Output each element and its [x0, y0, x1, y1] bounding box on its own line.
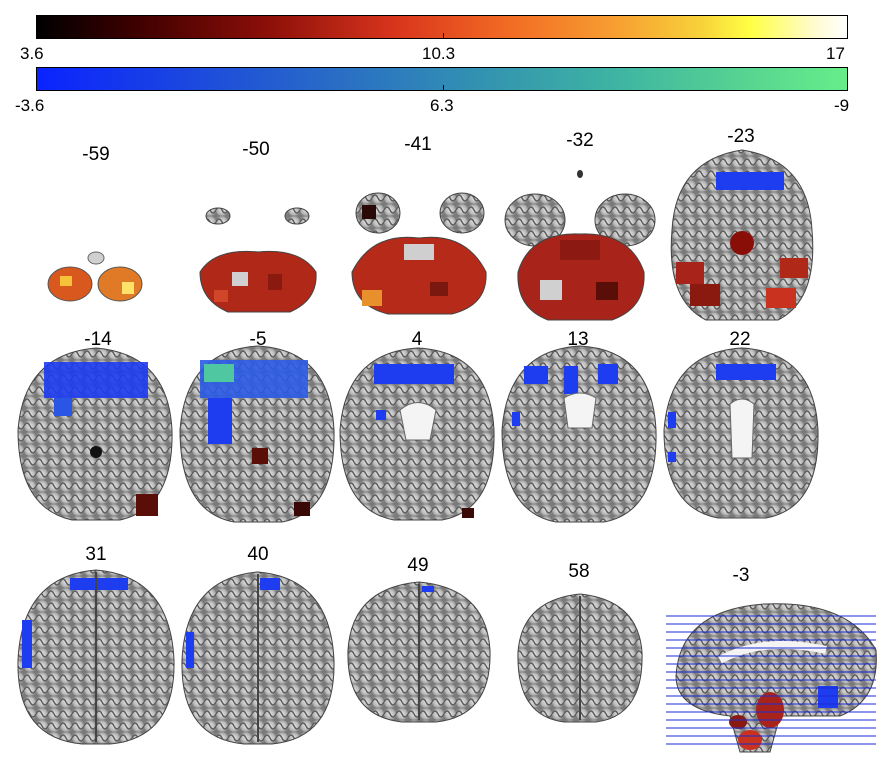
- hot-colorbar: [36, 15, 848, 39]
- slice-minus32: [504, 170, 656, 321]
- slice-minus41: [351, 192, 487, 315]
- slice-plus4: [339, 347, 495, 521]
- slice-minus5: [179, 345, 335, 523]
- slice-label: -32: [566, 130, 594, 151]
- slice-label: 13: [567, 329, 589, 350]
- slice-label: 22: [729, 329, 751, 350]
- hot-colorbar-max-label: 17: [826, 44, 845, 63]
- slice-label: 40: [247, 544, 269, 565]
- cool-colorbar-max-label: -9: [834, 96, 850, 115]
- slice-minus23: [670, 149, 814, 321]
- slice-plus49: [347, 581, 491, 723]
- slice-label: -23: [727, 126, 755, 147]
- slice-minus14: [17, 347, 173, 521]
- hot-colorbar-min-label: 3.6: [20, 44, 44, 63]
- slice-label: -41: [404, 134, 432, 155]
- slice-plus58: [517, 593, 643, 723]
- hot-colorbar-mid-tick: [443, 33, 444, 39]
- cool-colorbar-mid-tick: [443, 85, 444, 91]
- slice-label: 58: [568, 561, 590, 582]
- hot-colorbar-mid-label: 10.3: [422, 44, 456, 63]
- slice-label: -5: [249, 329, 267, 350]
- slice-label: -14: [84, 329, 112, 350]
- slice-plus13: [501, 345, 657, 523]
- slice-minus59: [47, 251, 143, 302]
- slice-minus50: [199, 207, 317, 313]
- slice-label: -3: [732, 565, 750, 586]
- slice-plus31: [17, 569, 175, 745]
- slice-label: -59: [82, 144, 110, 165]
- slice-label: 4: [411, 329, 423, 350]
- sagittal-slice-minus3: [666, 603, 877, 753]
- slice-label: 49: [407, 555, 429, 576]
- cool-colorbar-min-label: -3.6: [15, 96, 45, 115]
- slice-label: 31: [85, 544, 107, 565]
- cool-colorbar: [36, 67, 848, 91]
- slice-plus22: [663, 347, 819, 519]
- cool-colorbar-mid-label: 6.3: [430, 96, 454, 115]
- slice-label: -50: [242, 139, 270, 160]
- slice-plus40: [181, 571, 335, 745]
